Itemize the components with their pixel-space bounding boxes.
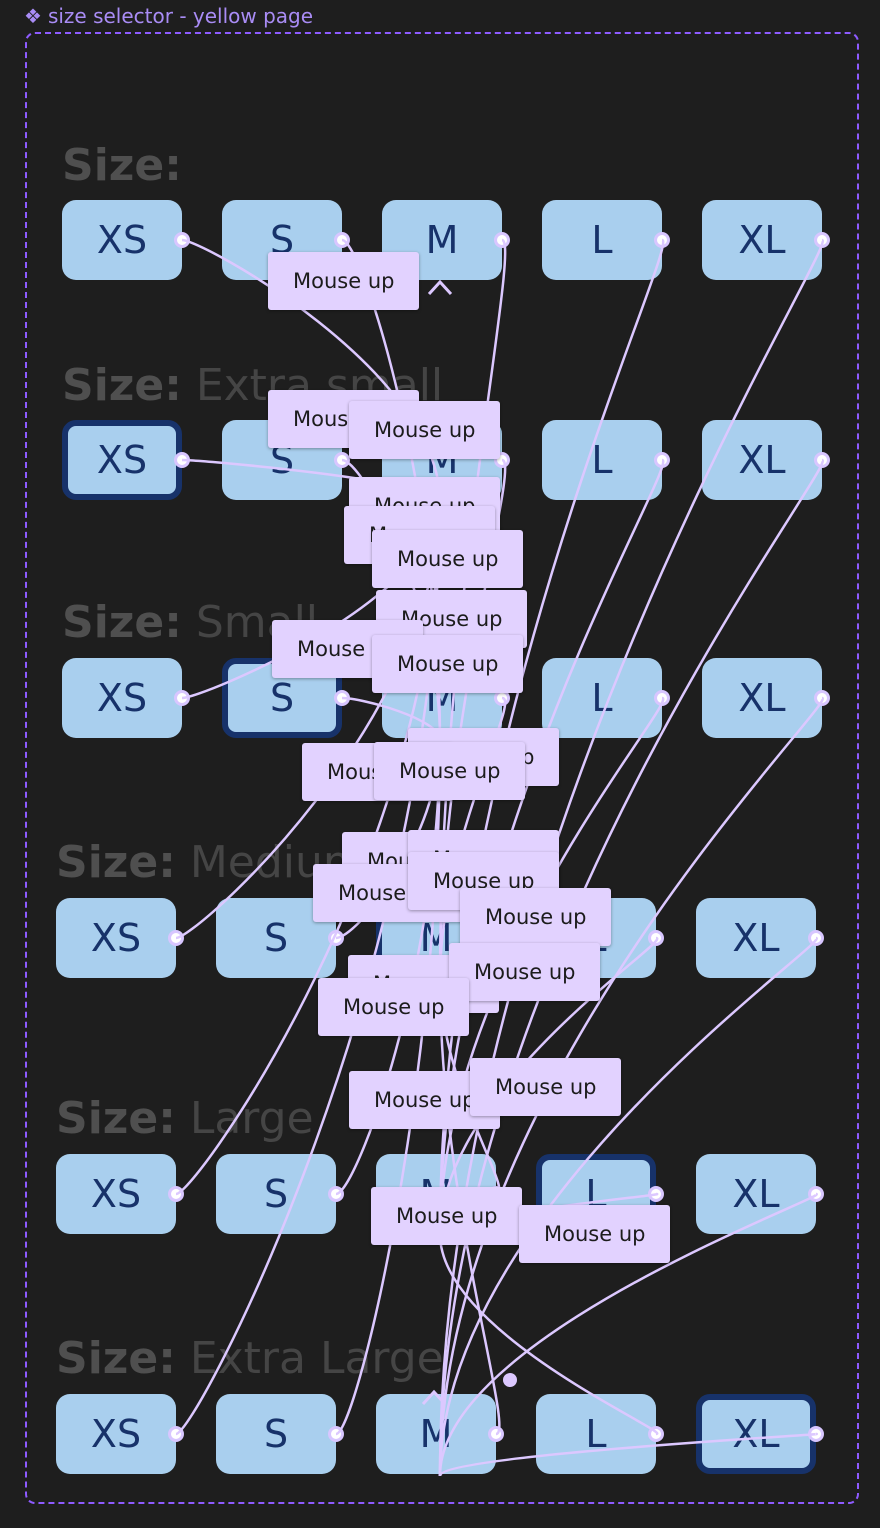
connection-handle[interactable] <box>808 1426 824 1442</box>
variant-heading: Size: Extra Large <box>56 1333 444 1384</box>
interaction-tag-mouse-up[interactable]: Mouse up <box>372 530 524 588</box>
size-chip-s[interactable]: S <box>216 1154 336 1234</box>
connection-handle[interactable] <box>808 1186 824 1202</box>
component-icon: ❖ <box>24 4 42 28</box>
size-chip-l[interactable]: L <box>542 420 662 500</box>
variant-heading: Size: <box>62 140 182 191</box>
interaction-tag-mouse-up[interactable]: Mouse up <box>371 1187 523 1245</box>
connection-handle[interactable] <box>328 1426 344 1442</box>
frame-title[interactable]: ❖ size selector - yellow page <box>24 3 313 29</box>
interaction-tag-mouse-up[interactable]: Mouse up <box>449 943 601 1001</box>
connection-handle[interactable] <box>648 1426 664 1442</box>
size-value: Extra Large <box>175 1333 444 1384</box>
connection-handle[interactable] <box>814 232 830 248</box>
size-label: Size: <box>62 360 182 411</box>
size-chip-xs[interactable]: XS <box>56 1394 176 1474</box>
size-label: Size: <box>62 597 182 648</box>
interaction-tag-mouse-up[interactable]: Mouse up <box>372 635 524 693</box>
frame-title-label: size selector - yellow page <box>47 4 314 28</box>
variant-heading: Size: Large <box>56 1093 314 1144</box>
size-label: Size: <box>56 1333 176 1384</box>
connection-handle[interactable] <box>488 1426 504 1442</box>
size-value: Large <box>175 1093 314 1144</box>
connection-handle[interactable] <box>168 930 184 946</box>
component-frame[interactable] <box>25 32 859 1504</box>
connection-handle[interactable] <box>334 452 350 468</box>
connection-handle[interactable] <box>654 452 670 468</box>
size-label: Size: <box>56 837 176 888</box>
interaction-tag-mouse-up[interactable]: Mouse up <box>268 252 420 310</box>
connection-handle[interactable] <box>174 452 190 468</box>
interaction-tag-mouse-up[interactable]: Mouse up <box>374 742 526 800</box>
size-chip-xs[interactable]: XS <box>56 898 176 978</box>
size-chip-xl[interactable]: XL <box>702 658 822 738</box>
interaction-tag-mouse-up[interactable]: Mouse up <box>470 1058 622 1116</box>
size-chip-xs[interactable]: XS <box>62 420 182 500</box>
connection-handle[interactable] <box>334 232 350 248</box>
size-chip-xl[interactable]: XL <box>696 1154 816 1234</box>
interaction-tag-mouse-up[interactable]: Mouse up <box>349 401 501 459</box>
connection-handle[interactable] <box>654 690 670 706</box>
size-chip-xs[interactable]: XS <box>56 1154 176 1234</box>
size-chip-xl[interactable]: XL <box>696 898 816 978</box>
connection-handle[interactable] <box>174 232 190 248</box>
connection-handle[interactable] <box>328 1186 344 1202</box>
connection-handle[interactable] <box>648 1186 664 1202</box>
size-chip-l[interactable]: L <box>542 200 662 280</box>
connection-handle[interactable] <box>328 930 344 946</box>
interaction-tag-mouse-up[interactable]: Mouse up <box>349 1071 501 1129</box>
interaction-tag-mouse-up[interactable]: Mouse up <box>460 888 612 946</box>
size-chip-xl[interactable]: XL <box>702 200 822 280</box>
size-chip-xs[interactable]: XS <box>62 658 182 738</box>
connection-handle[interactable] <box>814 690 830 706</box>
size-chip-xs[interactable]: XS <box>62 200 182 280</box>
connection-handle[interactable] <box>808 930 824 946</box>
interaction-tag-mouse-up[interactable]: Mouse up <box>519 1205 671 1263</box>
connection-handle[interactable] <box>168 1186 184 1202</box>
size-chip-l[interactable]: L <box>536 1394 656 1474</box>
connection-handle[interactable] <box>168 1426 184 1442</box>
size-chip-xl[interactable]: XL <box>702 420 822 500</box>
size-chip-m[interactable]: M <box>376 1394 496 1474</box>
connection-handle[interactable] <box>814 452 830 468</box>
size-label: Size: <box>56 1093 176 1144</box>
size-label: Size: <box>62 140 182 191</box>
interaction-tag-mouse-up[interactable]: Mouse up <box>318 978 470 1036</box>
connection-handle[interactable] <box>494 232 510 248</box>
connection-handle[interactable] <box>654 232 670 248</box>
connection-handle[interactable] <box>334 690 350 706</box>
size-chip-l[interactable]: L <box>542 658 662 738</box>
size-chip-xl[interactable]: XL <box>696 1394 816 1474</box>
connection-handle[interactable] <box>174 690 190 706</box>
connection-handle[interactable] <box>648 930 664 946</box>
size-chip-s[interactable]: S <box>216 1394 336 1474</box>
